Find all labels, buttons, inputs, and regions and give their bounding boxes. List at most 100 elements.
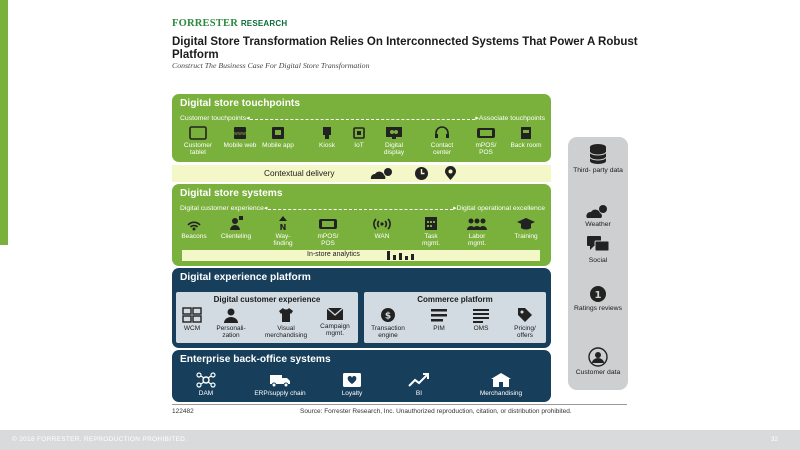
tp-mpos-pos: mPOS/ POS [468, 126, 504, 156]
dcx-campaign-mgmt: Campaign mgmt. [314, 307, 356, 337]
backoffice-title: Enterprise back-office systems [180, 354, 331, 365]
person-icon [224, 308, 238, 323]
list-icon [431, 309, 447, 322]
associate-touchpoints-label: Associate touchpoints [478, 115, 545, 122]
headset-icon [435, 126, 449, 138]
trend-up-icon [408, 373, 429, 387]
touchpoints-panel: Digital store touchpoints Customer touch… [172, 94, 551, 162]
mobile-app-icon [272, 127, 284, 139]
tp-back-room: Back room [508, 126, 544, 149]
left-accent-bar [0, 0, 8, 245]
svg-text:www: www [234, 131, 246, 137]
clock-icon [415, 167, 428, 180]
dcx-title: Digital customer experience [213, 295, 321, 304]
tp-customer-tablet: Customer tablet [176, 126, 220, 156]
envelope-icon [326, 307, 344, 320]
tp-mobile-web: www Mobile web [222, 126, 258, 149]
copyright-text: © 2018 FORRESTER. REPRODUCTION PROHIBITE… [12, 436, 188, 443]
tp-contact-center: Contact center [422, 126, 462, 156]
truck-icon [270, 375, 290, 388]
side-weather: Weather [568, 203, 628, 229]
customer-profile-icon [588, 347, 608, 367]
bo-bi: BI [404, 372, 434, 397]
shirt-icon [279, 308, 293, 322]
footer-bar [0, 430, 800, 450]
contextual-delivery-band: Contextual delivery [172, 165, 551, 182]
commerce-oms: OMS [466, 307, 496, 332]
digital-display-icon [386, 127, 402, 139]
ratings-badge-icon: 1 [590, 286, 606, 302]
sys-clienteling: Clienteling [214, 215, 258, 240]
location-pin-icon [445, 166, 456, 180]
in-store-analytics-label: In-store analytics [307, 251, 360, 258]
weather-icon [586, 205, 607, 218]
weather-sun-cloud-icon [370, 168, 392, 179]
chat-bubbles-icon [587, 236, 610, 252]
dcx-wcm: WCM [178, 307, 206, 332]
mobile-web-icon: www [234, 127, 246, 139]
in-store-analytics-band: In-store analytics [182, 250, 540, 261]
graduation-cap-icon [517, 218, 535, 230]
sys-beacons: Beacons [176, 217, 212, 240]
pos-device-icon [319, 219, 337, 229]
bo-loyalty: Loyalty [332, 372, 372, 397]
network-nodes-icon [196, 372, 216, 388]
backoffice-panel: Enterprise back-office systems DAM ERP/s… [172, 350, 551, 402]
side-customer-data: Customer data [568, 347, 628, 377]
database-icon [589, 144, 607, 164]
svg-text:1: 1 [595, 290, 602, 301]
team-icon [467, 218, 487, 230]
commerce-pricing-offers: Pricing/ offers [506, 307, 544, 339]
commerce-transaction-engine: $ Transaction engine [366, 307, 410, 339]
figure-code: 122482 [172, 408, 194, 415]
customer-touchpoints-label: Customer touchpoints [180, 115, 247, 122]
storefront-icon [491, 373, 511, 387]
tp-digital-display: Digital display [376, 126, 412, 156]
lines-icon [473, 309, 489, 323]
heart-card-icon [343, 373, 361, 387]
sys-mpos-pos: mPOS/ POS [310, 217, 346, 247]
side-social: Social [568, 235, 628, 265]
tp-mobile-app: Mobile app [260, 126, 296, 149]
tp-iot: IoT [346, 126, 372, 149]
calendar-icon [425, 217, 437, 230]
bo-merchandising: Merchandising [462, 372, 540, 397]
wcm-icon [182, 307, 202, 323]
sys-labor-mgmt: Labor mgmt. [460, 217, 494, 247]
experience-platform-title: Digital experience platform [180, 272, 311, 283]
touchpoints-title: Digital store touchpoints [180, 98, 300, 109]
sys-wayfinding: N Way- finding [268, 215, 298, 247]
back-room-icon [521, 127, 531, 139]
commerce-title: Commerce platform [417, 295, 493, 304]
clienteling-icon [230, 216, 243, 230]
bo-dam: DAM [188, 372, 224, 397]
pos-terminal-icon [477, 128, 495, 138]
systems-arrow: Digital customer experience Digital oper… [180, 204, 545, 212]
store-systems-panel: Digital store systems Digital customer e… [172, 184, 551, 266]
bo-erp-supply-chain: ERP/supply chain [242, 372, 318, 397]
tablet-icon [189, 126, 207, 140]
commerce-pim: PIM [424, 307, 454, 332]
tp-kiosk: Kiosk [312, 126, 342, 149]
side-ratings-reviews: 1 Ratings reviews [568, 285, 628, 313]
iot-icon [353, 127, 365, 139]
sys-training: Training [508, 217, 544, 240]
commerce-box: Commerce platform $ Transaction engine P… [364, 292, 546, 343]
kiosk-icon [323, 127, 331, 139]
sys-task-mgmt: Task mgmt. [416, 215, 446, 247]
contextual-delivery-label: Contextual delivery [264, 168, 335, 178]
digital-ops-label: Digital operational excellence [456, 205, 545, 212]
brand-logo: FORRESTER RESEARCH [172, 18, 288, 29]
source-note: Source: Forrester Research, Inc. Unautho… [300, 408, 572, 415]
experience-platform-panel: Digital experience platform Digital cust… [172, 268, 551, 348]
dollar-coin-icon: $ [381, 308, 395, 322]
bar-chart-icon [387, 251, 414, 260]
wayfinding-icon: N [279, 216, 287, 231]
store-systems-title: Digital store systems [180, 188, 283, 199]
beacon-icon [187, 221, 201, 231]
page-number: 32 [770, 436, 778, 443]
page-title: Digital Store Transformation Relies On I… [172, 36, 638, 61]
side-third-party-data: Third- party data [568, 143, 628, 175]
touchpoints-arrow: Customer touchpoints Associate touchpoin… [180, 114, 545, 122]
footer-rule [172, 404, 627, 405]
